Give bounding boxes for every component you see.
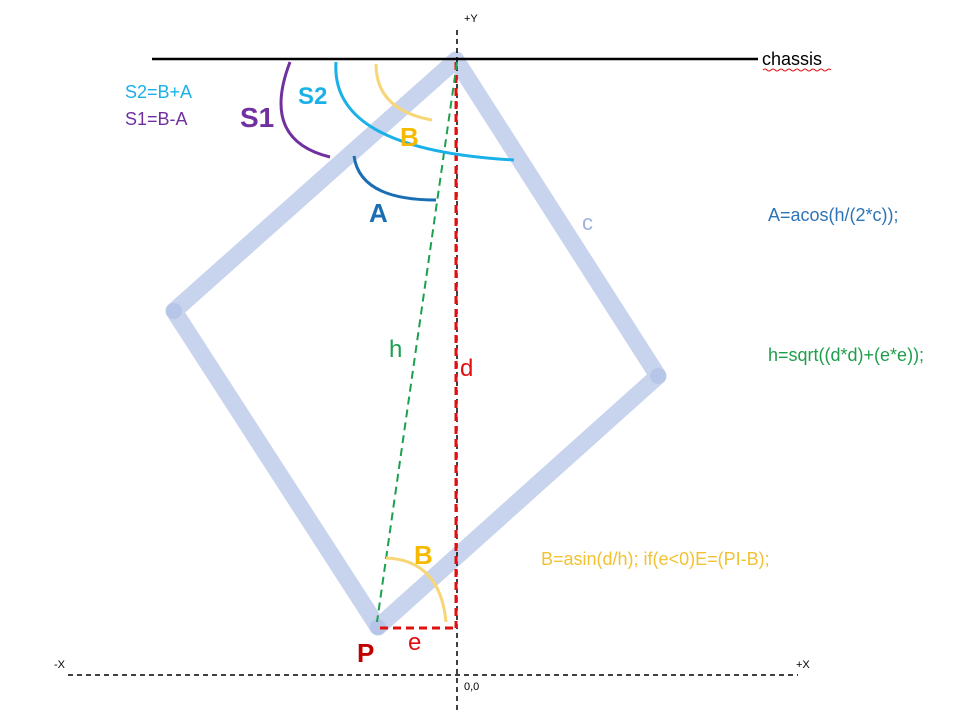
segment-h-label: h	[389, 336, 402, 363]
segment-e-label: e	[408, 629, 421, 656]
joint-right	[650, 368, 666, 384]
origin-label: 0,0	[464, 681, 479, 693]
angle-s1-label: S1	[240, 102, 274, 133]
link-lower-left	[165, 302, 387, 636]
x-minus-label: -X	[54, 659, 66, 671]
legend-s2-formula: S2=B+A	[125, 82, 192, 102]
arc-b-top	[374, 63, 433, 122]
y-plus-label: +Y	[464, 13, 478, 25]
link-upper-right	[447, 51, 667, 385]
h-segment	[376, 61, 458, 623]
arc-b-bottom	[385, 556, 448, 623]
angle-b-bottom-label: B	[414, 540, 433, 570]
x-plus-label: +X	[796, 659, 810, 671]
equation-a: A=acos(h/(2*c));	[768, 205, 899, 225]
arc-s2	[334, 61, 515, 162]
link-lower-right	[369, 367, 667, 636]
angle-a-label: A	[369, 198, 388, 228]
arc-a	[352, 155, 437, 202]
segment-c-label: c	[582, 210, 593, 235]
linkage	[165, 51, 667, 636]
joint-p	[370, 619, 386, 635]
arc-s1	[279, 61, 331, 159]
chassis-label: chassis	[762, 49, 822, 69]
angle-s2-label: S2	[298, 83, 327, 110]
equation-h: h=sqrt((d*d)+(e*e));	[768, 345, 924, 365]
point-p-label: P	[357, 638, 374, 668]
angle-b-top-label: B	[400, 122, 419, 152]
spellcheck-underline	[762, 68, 832, 72]
equation-b: B=asin(d/h); if(e<0)E=(PI-B);	[541, 549, 770, 569]
legend-s1-formula: S1=B-A	[125, 109, 188, 129]
link-upper-left	[165, 51, 465, 320]
joint-left	[166, 303, 182, 319]
segment-d-label: d	[460, 355, 473, 382]
